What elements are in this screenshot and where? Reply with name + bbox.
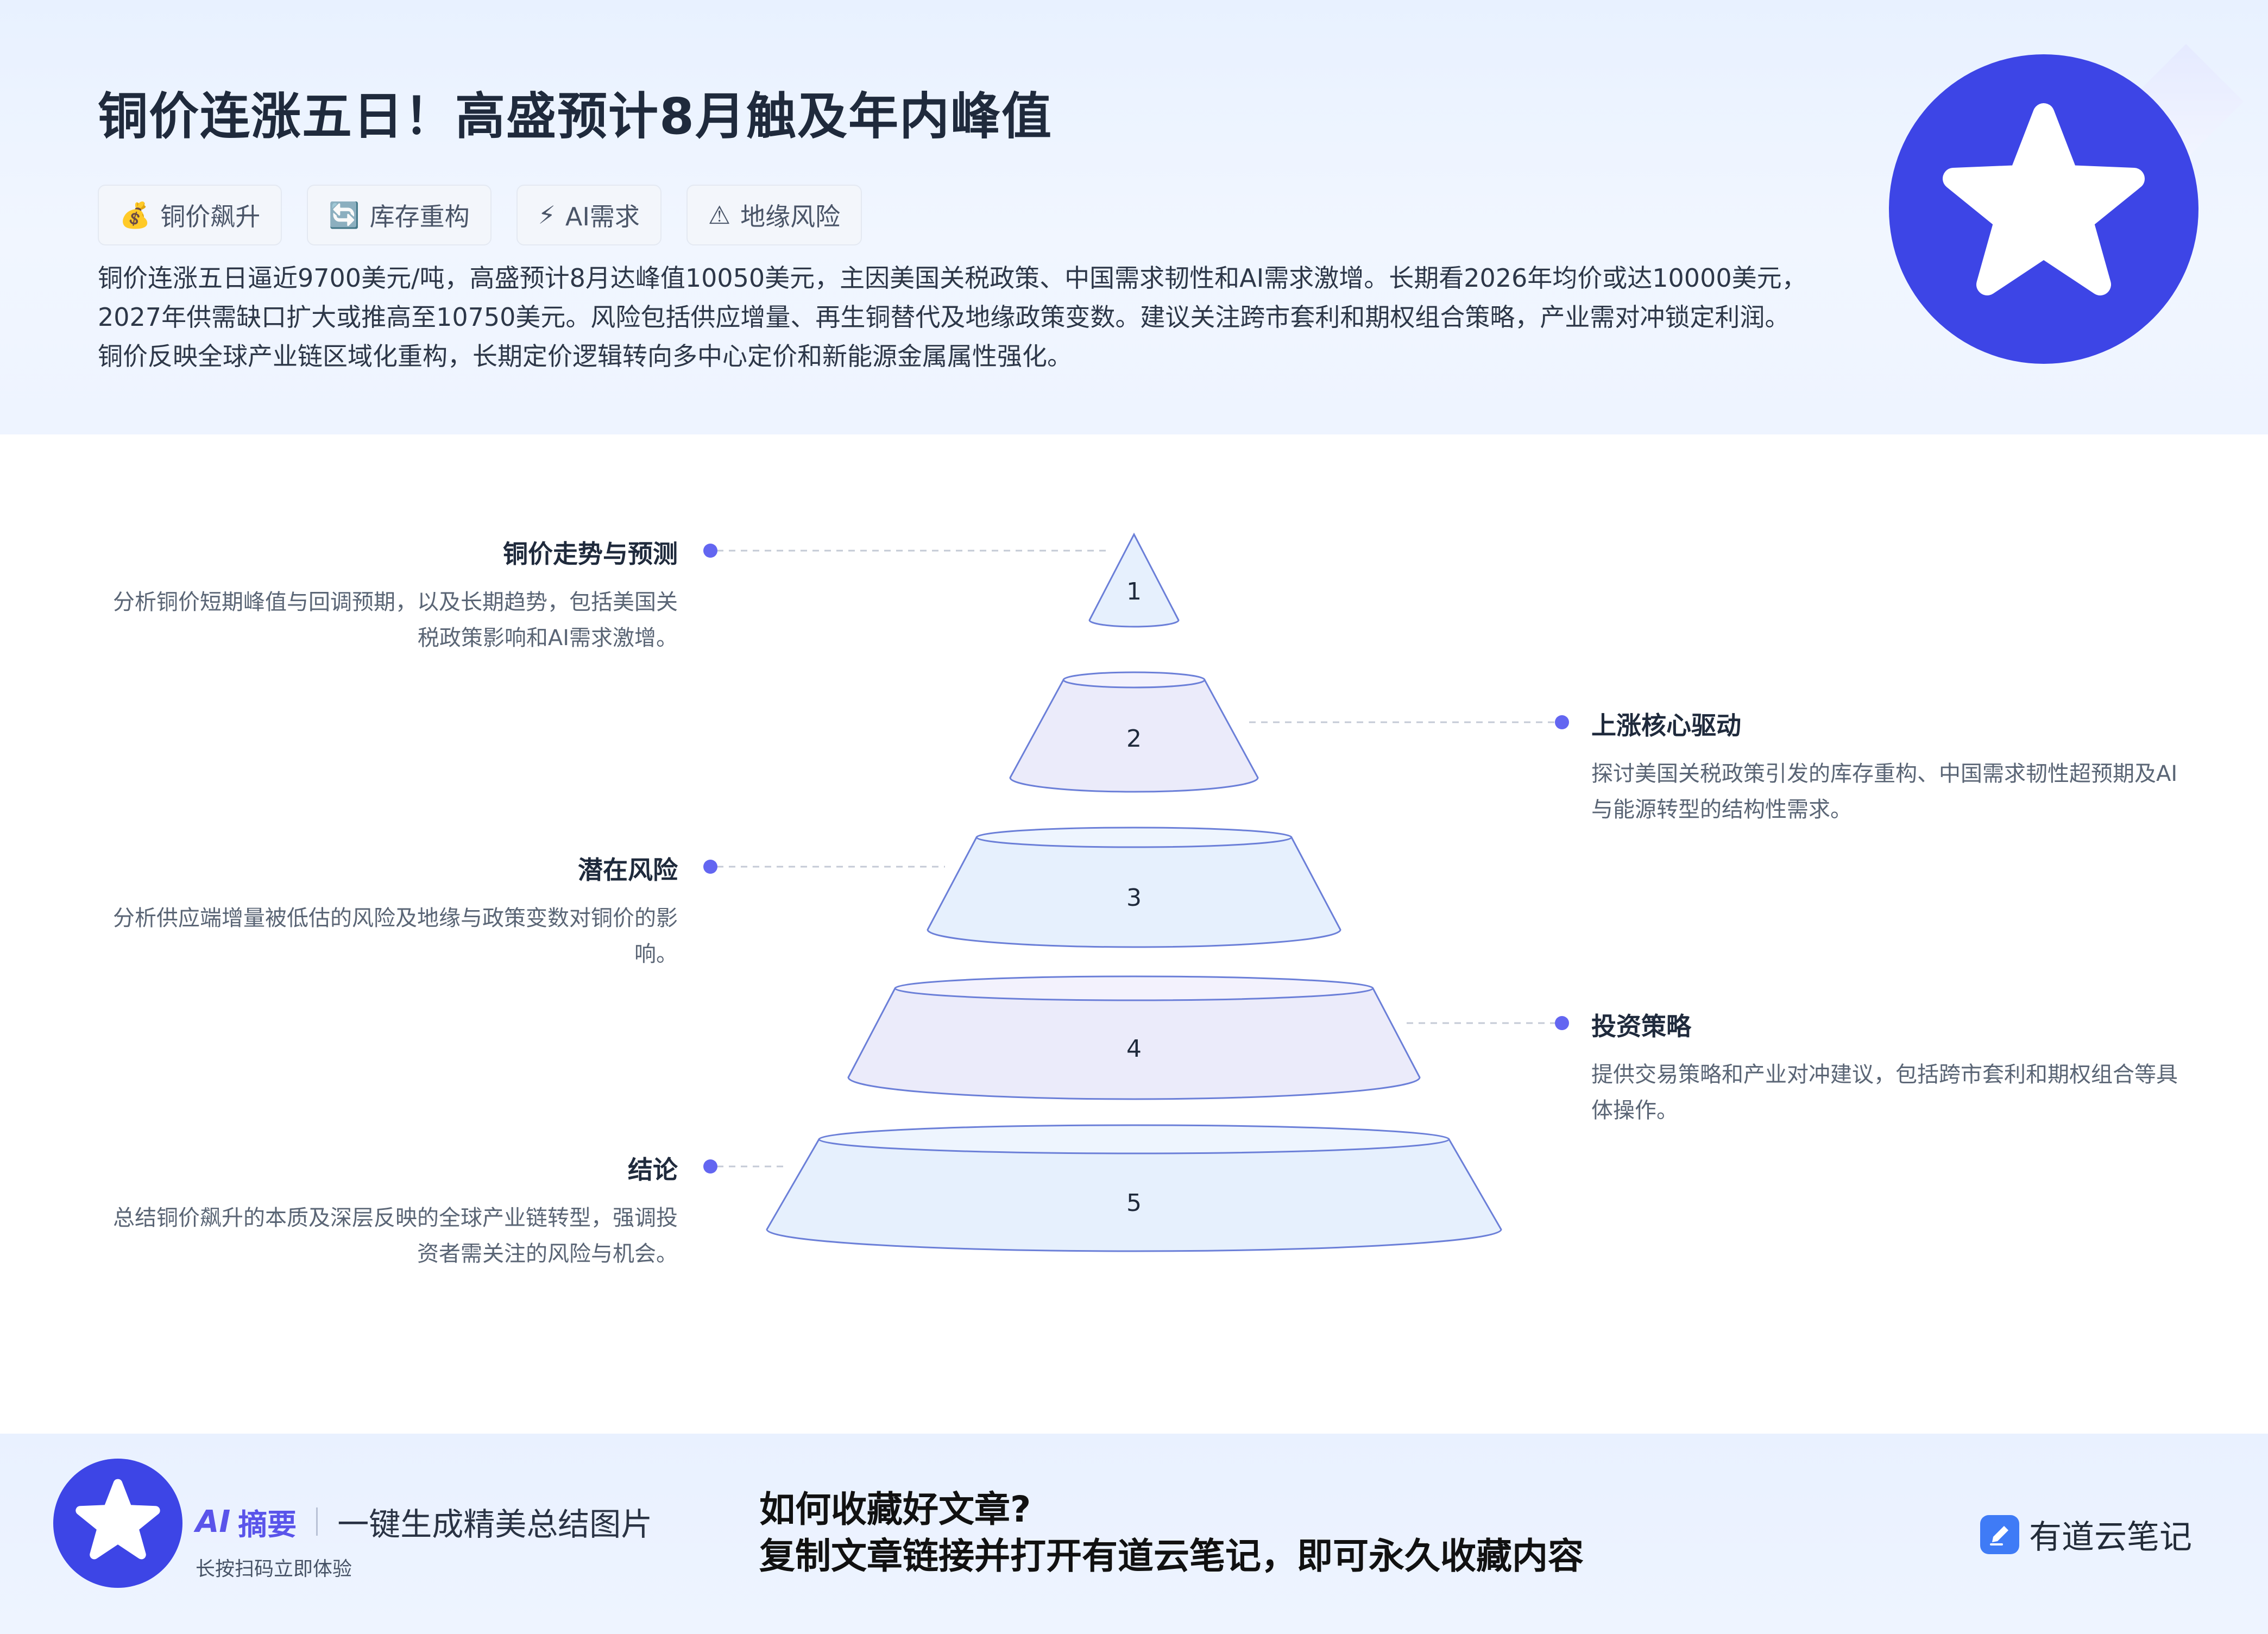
level-title: 潜在风险 bbox=[578, 855, 678, 885]
level-number-3: 3 bbox=[1126, 884, 1142, 912]
ai-logo: AI bbox=[196, 1504, 231, 1540]
ai-summary-name: 摘要 bbox=[238, 1507, 297, 1542]
summary-text: 铜价连涨五日逼近9700美元/吨，高盛预计8月达峰值10050美元，主因美国关税… bbox=[98, 263, 1807, 371]
tag-inventory[interactable]: 🔄 库存重构 bbox=[307, 185, 492, 245]
level-number-5: 5 bbox=[1126, 1189, 1142, 1217]
level-label-1: 铜价走势与预测 分析铜价短期峰值与回调预期，以及长期趋势，包括美国关税政策影响和… bbox=[98, 534, 678, 656]
tag-label: 库存重构 bbox=[369, 202, 470, 231]
slogan: 一键生成精美总结图片 bbox=[337, 1506, 653, 1543]
pyramid-level-4 bbox=[847, 975, 1421, 1100]
pyramid-level-5 bbox=[766, 1124, 1502, 1252]
money-bag-icon: 💰 bbox=[119, 200, 151, 230]
tag-label: 铜价飙升 bbox=[160, 202, 261, 231]
bullet-dot-2 bbox=[1555, 715, 1569, 729]
youdao-brand[interactable]: 有道云笔记 bbox=[1980, 1511, 2192, 1558]
level-label-2: 上涨核心驱动 探讨美国关税政策引发的库存重构、中国需求韧性超预期及AI与能源转型… bbox=[1591, 706, 2178, 828]
lightning-icon: ⚡ bbox=[538, 200, 556, 230]
collect-answer: 复制文章链接并打开有道云笔记，即可永久收藏内容 bbox=[759, 1535, 1584, 1577]
star-badge bbox=[1889, 54, 2198, 364]
tag-label: 地缘风险 bbox=[740, 202, 841, 231]
level-label-5: 结论 总结铜价飙升的本质及深层反映的全球产业链转型，强调投资者需关注的风险与机会… bbox=[98, 1150, 678, 1272]
tag-geo-risk[interactable]: ⚠ 地缘风险 bbox=[686, 185, 862, 245]
page-title: 铜价连涨五日！高盛预计8月触及年内峰值 bbox=[98, 87, 1053, 146]
star-icon bbox=[1943, 103, 2145, 295]
level-number-4: 4 bbox=[1126, 1035, 1142, 1063]
level-title: 铜价走势与预测 bbox=[503, 539, 678, 569]
header-section: 铜价连涨五日！高盛预计8月触及年内峰值 💰 铜价飙升 🔄 库存重构 ⚡ AI需求… bbox=[0, 0, 2268, 434]
pyramid-graphic: 1 2 3 4 5 bbox=[703, 532, 1569, 1252]
level-title: 投资策略 bbox=[1591, 1012, 1691, 1041]
pyramid-section: 1 2 3 4 5 铜价走势与预测 分析铜价短期峰值与回调预期，以及长期趋势，包… bbox=[0, 434, 2268, 1434]
star-icon bbox=[75, 1479, 160, 1560]
bullet-dot-1 bbox=[703, 544, 717, 558]
level-title: 上涨核心驱动 bbox=[1591, 711, 1741, 740]
level-description: 分析铜价短期峰值与回调预期，以及长期趋势，包括美国关税政策影响和AI需求激增。 bbox=[113, 590, 678, 651]
tag-copper-surge[interactable]: 💰 铜价飙升 bbox=[98, 185, 282, 245]
tag-ai-demand[interactable]: ⚡ AI需求 bbox=[516, 185, 662, 245]
qr-star-badge[interactable] bbox=[53, 1459, 182, 1588]
level-description: 总结铜价飙升的本质及深层反映的全球产业链转型，强调投资者需关注的风险与机会。 bbox=[113, 1206, 678, 1266]
level-description: 探讨美国关税政策引发的库存重构、中国需求韧性超预期及AI与能源转型的结构性需求。 bbox=[1591, 761, 2178, 822]
divider bbox=[316, 1507, 318, 1536]
level-description: 提供交易策略和产业对冲建议，包括跨市套利和期权组合等具体操作。 bbox=[1591, 1062, 2178, 1123]
level-description: 分析供应端增量被低估的风险及地缘与政策变数对铜价的影响。 bbox=[113, 906, 678, 967]
pyramid-level-3 bbox=[927, 827, 1341, 948]
bullet-dot-4 bbox=[1555, 1016, 1569, 1030]
warning-icon: ⚠ bbox=[708, 200, 731, 230]
tag-list: 💰 铜价飙升 🔄 库存重构 ⚡ AI需求 ⚠ 地缘风险 bbox=[98, 185, 862, 245]
footer-section: AI 摘要 一键生成精美总结图片 长按扫码立即体验 如何收藏好文章? 复制文章链… bbox=[0, 1434, 2268, 1634]
level-label-4: 投资策略 提供交易策略和产业对冲建议，包括跨市套利和期权组合等具体操作。 bbox=[1591, 1007, 2178, 1128]
level-number-2: 2 bbox=[1126, 725, 1142, 753]
bullet-dot-3 bbox=[703, 860, 717, 874]
note-pen-icon bbox=[1980, 1515, 2019, 1554]
pyramid-level-1 bbox=[1088, 532, 1180, 628]
refresh-icon: 🔄 bbox=[329, 200, 360, 230]
scan-hint: 长按扫码立即体验 bbox=[196, 1558, 352, 1580]
level-number-1: 1 bbox=[1126, 578, 1142, 605]
pyramid-level-2 bbox=[1009, 671, 1259, 793]
tag-label: AI需求 bbox=[565, 202, 640, 231]
collect-question: 如何收藏好文章? bbox=[759, 1488, 1031, 1530]
level-title: 结论 bbox=[628, 1155, 678, 1184]
ai-summary-brand: AI 摘要 一键生成精美总结图片 bbox=[196, 1499, 652, 1544]
bullet-dot-5 bbox=[703, 1159, 717, 1174]
level-label-3: 潜在风险 分析供应端增量被低估的风险及地缘与政策变数对铜价的影响。 bbox=[98, 850, 678, 972]
brand-name: 有道云笔记 bbox=[2029, 1518, 2192, 1556]
